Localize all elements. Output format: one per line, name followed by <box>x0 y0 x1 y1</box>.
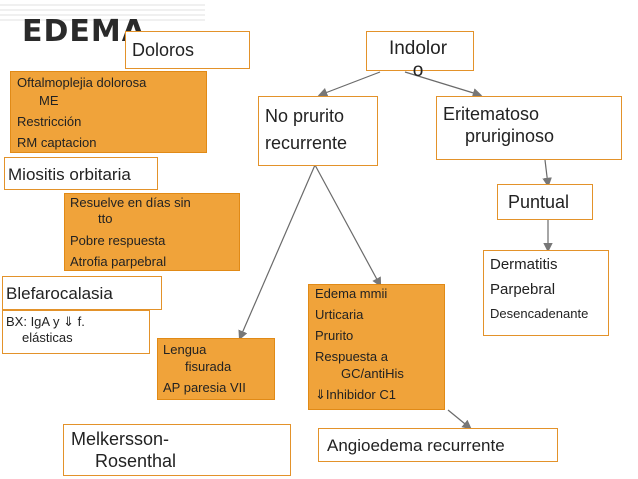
node-miositis: Miositis orbitaria <box>4 157 158 190</box>
decor-stripe <box>0 19 205 21</box>
node-indolor: Indolor o <box>366 31 474 81</box>
node-melkersson: Melkersson- Rosenthal <box>63 424 291 476</box>
node-oftalmoplejia-line: RM captacion <box>17 135 97 150</box>
connector-indolor-eritematoso <box>404 71 483 98</box>
node-lengua-line: fisurada <box>185 359 232 374</box>
node-eritematoso-line: Eritematoso <box>443 104 540 124</box>
node-blefarocalasia-label: Blefarocalasia <box>6 284 113 303</box>
connector-eritematoso-puntual <box>542 159 552 188</box>
connector-indolor-noprurito <box>317 71 381 97</box>
node-melkersson-line: Rosenthal <box>95 451 177 471</box>
node-eritematoso: Eritematoso pruriginoso <box>436 96 622 160</box>
decor-stripe <box>0 14 205 16</box>
node-angioedema-label: Angioedema recurrente <box>327 436 505 455</box>
connector-noprurito-edemammii <box>314 164 382 288</box>
node-bx-line: elásticas <box>22 330 73 345</box>
node-dermatitis: Dermatitis Parpebral Desencadenante <box>483 250 609 336</box>
node-edema-mmii-line: ⇓Inhibidor C1 <box>315 387 396 402</box>
node-resuelve-line: Atrofia parpebral <box>70 254 167 269</box>
node-miositis-label: Miositis orbitaria <box>8 165 131 184</box>
node-dermatitis-line: Parpebral <box>490 281 556 298</box>
connector-noprurito-lengua <box>238 164 316 341</box>
node-eritematoso-line: pruriginoso <box>465 126 555 146</box>
node-resuelve-line: Resuelve en días sin <box>70 195 191 210</box>
node-angioedema: Angioedema recurrente <box>318 428 558 462</box>
node-doloros-label: Doloros <box>132 40 195 60</box>
node-lengua-line: Lengua <box>163 342 207 357</box>
decor-stripe <box>0 9 205 11</box>
node-blefarocalasia: Blefarocalasia <box>2 276 162 310</box>
node-edema-mmii-line: Respuesta a <box>315 349 388 364</box>
node-edema-mmii: Edema mmii Urticaria Prurito Respuesta a… <box>308 284 445 410</box>
connector-edemammii-angioedema <box>447 409 472 430</box>
node-resuelve-line: tto <box>98 211 113 226</box>
node-bx: BX: IgA y ⇓ f. elásticas <box>2 310 150 354</box>
node-resuelve: Resuelve en días sin tto Pobre respuesta… <box>64 193 240 271</box>
node-doloros: Doloros <box>125 31 250 69</box>
node-no-prurito: No prurito recurrente <box>258 96 378 166</box>
node-resuelve-line: Pobre respuesta <box>70 233 166 248</box>
node-edema-mmii-line: GC/antiHis <box>341 366 404 381</box>
node-melkersson-line: Melkersson- <box>71 429 170 449</box>
node-oftalmoplejia-line: ME <box>39 93 59 108</box>
node-lengua: Lengua fisurada AP paresia VII <box>157 338 275 400</box>
node-dermatitis-line: Desencadenante <box>490 306 589 321</box>
page-title: EDEMA <box>22 14 146 49</box>
node-oftalmoplejia-line: Oftalmoplejia dolorosa <box>17 75 147 90</box>
node-edema-mmii-line: Urticaria <box>315 307 364 322</box>
node-lengua-line: AP paresia VII <box>163 380 246 395</box>
node-edema-mmii-line: Prurito <box>315 328 354 343</box>
node-dermatitis-line: Dermatitis <box>490 256 558 273</box>
node-indolor-label: Indolor o <box>388 38 448 81</box>
node-no-prurito-line: No prurito <box>265 106 345 126</box>
node-puntual: Puntual <box>497 184 593 220</box>
node-oftalmoplejia: Oftalmoplejia dolorosa ME Restricción RM… <box>10 71 207 153</box>
decor-stripe <box>0 4 205 6</box>
node-no-prurito-line: recurrente <box>265 133 348 153</box>
node-edema-mmii-line: Edema mmii <box>315 286 388 301</box>
node-oftalmoplejia-line: Restricción <box>17 114 82 129</box>
node-puntual-label: Puntual <box>508 192 570 212</box>
node-bx-line: BX: IgA y ⇓ f. <box>6 314 85 329</box>
